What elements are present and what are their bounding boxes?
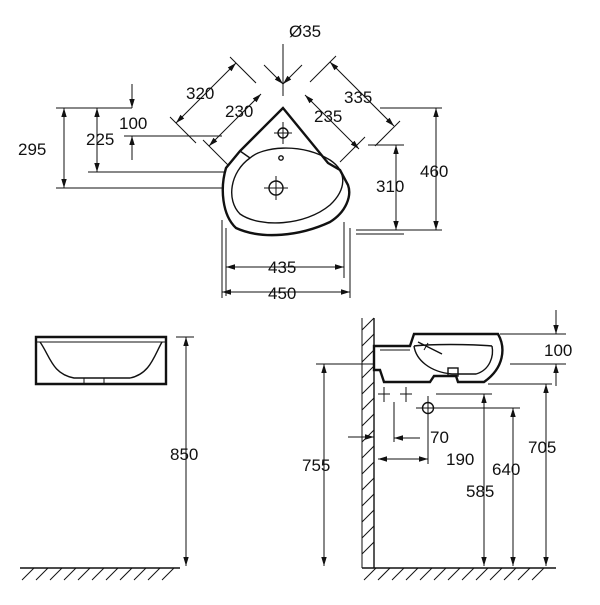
front-view: 850 xyxy=(20,335,198,581)
dim-705: 705 xyxy=(528,438,556,457)
wall-hatch xyxy=(361,317,375,555)
drain-hole xyxy=(264,176,288,200)
dim-190: 190 xyxy=(446,450,474,469)
dim-drain-dia: Ø35 xyxy=(289,22,321,41)
side-view: 100 755 70 190 640 585 705 xyxy=(302,310,572,581)
floor-hatch-side xyxy=(363,567,545,581)
dim-225: 225 xyxy=(86,130,114,149)
dim-450: 450 xyxy=(268,284,296,303)
dim-435: 435 xyxy=(268,258,296,277)
dim-850: 850 xyxy=(170,445,198,464)
fixing-points xyxy=(378,387,412,402)
dim-460: 460 xyxy=(420,162,448,181)
basin-top-bowl xyxy=(231,147,344,224)
dim-100-top: 100 xyxy=(119,114,147,133)
dim-310: 310 xyxy=(376,177,404,196)
dim-230: 230 xyxy=(225,102,253,121)
dim-70: 70 xyxy=(430,428,449,447)
basin-side-outline xyxy=(372,332,504,384)
dim-335: 335 xyxy=(344,88,372,107)
dim-235: 235 xyxy=(314,107,342,126)
dim-295: 295 xyxy=(18,140,46,159)
basin-top-outline xyxy=(221,106,351,237)
dim-320: 320 xyxy=(186,84,214,103)
dim-755: 755 xyxy=(302,456,330,475)
top-view: Ø35 320 230 335 235 295 225 100 xyxy=(18,22,448,303)
floor-hatch-front xyxy=(21,567,175,581)
dim-640: 640 xyxy=(492,460,520,479)
basin-front-outline xyxy=(34,335,168,386)
dim-585: 585 xyxy=(466,482,494,501)
dim-100-side: 100 xyxy=(544,341,572,360)
tap-hole xyxy=(274,122,292,144)
